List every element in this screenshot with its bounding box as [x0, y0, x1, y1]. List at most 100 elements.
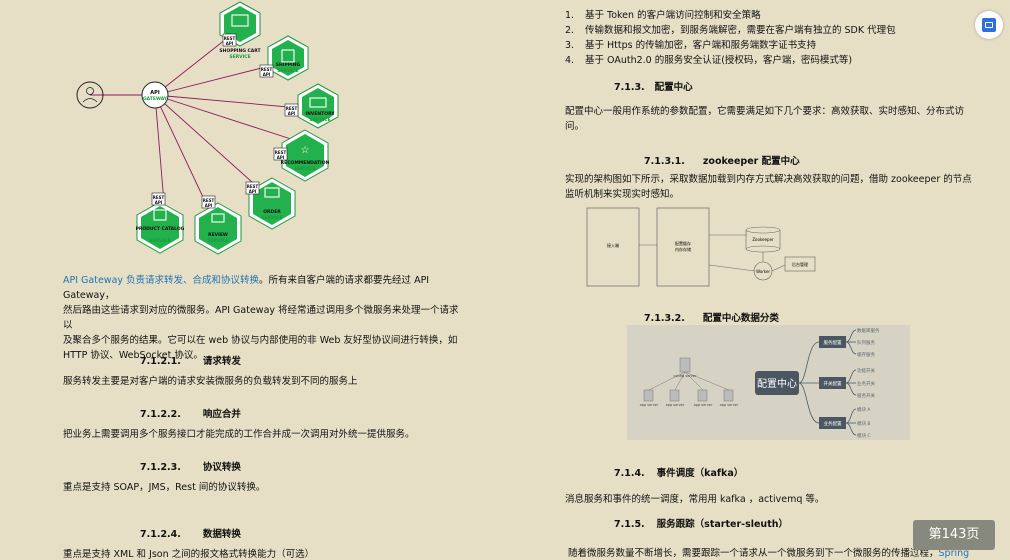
svg-text:app server: app server: [666, 403, 685, 407]
person-icon: [76, 81, 104, 109]
svg-text:服务开关: 服务开关: [857, 392, 875, 399]
svg-text:PRODUCT CATALOG: PRODUCT CATALOG: [136, 226, 185, 232]
svg-text:REST: REST: [261, 67, 273, 72]
svg-text:API: API: [277, 155, 285, 160]
service-node-review: REVIEW SERVICE REST API: [194, 195, 242, 255]
section-body-7-1-2-4: 重点是支持 XML 和 Json 之间的报文格式转换能力（可选）: [63, 549, 315, 560]
svg-text:SERVICE: SERVICE: [229, 54, 250, 60]
svg-text:服务配置: 服务配置: [824, 339, 842, 346]
svg-text:INVENTORY: INVENTORY: [305, 111, 335, 117]
svg-text:app server: app server: [640, 403, 659, 407]
section-body-7-1-2-2: 把业务上需要调用多个服务接口才能完成的工作合并成一次调用对外统一提供服务。: [63, 429, 415, 440]
svg-text:API: API: [288, 111, 296, 116]
list-item: 2.传输数据和报文加密，到服务端解密，需要在客户端有独立的 SDK 代理包: [565, 25, 896, 36]
svg-text:Worker: Worker: [756, 269, 770, 274]
config-center-mindmap: config server app server app server app …: [627, 325, 910, 440]
svg-text:API: API: [150, 90, 160, 96]
svg-text:SHIPPING: SHIPPING: [276, 62, 301, 68]
list-item: 4.基于 OAuth2.0 的服务安全认证(授权码，客户端，密码模式等): [565, 55, 853, 66]
box-icon: [281, 49, 295, 63]
svg-text:REST: REST: [153, 195, 165, 200]
heading-7-1-3: 7.1.3.配置中心: [614, 82, 693, 93]
api-gateway-diagram: API GATEWAY SHOPPING CART SERVICE REST A…: [76, 1, 339, 255]
svg-text:Zookeeper: Zookeeper: [752, 237, 774, 242]
svg-text:缓存服务: 缓存服务: [857, 351, 875, 358]
svg-text:SERVICE: SERVICE: [309, 117, 330, 123]
svg-text:内存存储: 内存存储: [675, 246, 691, 252]
chat-icon: [211, 213, 225, 223]
catalog-icon: [153, 209, 167, 221]
server-cluster: [643, 357, 734, 402]
svg-text:功能开关: 功能开关: [857, 367, 875, 374]
zookeeper-cylinder: Zookeeper: [745, 226, 781, 253]
svg-text:配置缓存: 配置缓存: [675, 240, 691, 246]
service-node-order: ORDER SERVICE REST API: [245, 177, 296, 230]
translate-icon: [982, 18, 996, 32]
service-node-inventory: INVENTORY SERVICE REST API: [284, 83, 339, 129]
page-number-badge: 第143页: [913, 520, 995, 550]
svg-text:SERVICE: SERVICE: [261, 215, 282, 221]
heading-7-1-3-2: 7.1.3.2.配置中心数据分类: [644, 313, 779, 324]
svg-text:配置中心: 配置中心: [757, 377, 797, 390]
heading-7-1-4: 7.1.4.事件调度（kafka）: [614, 468, 744, 479]
svg-text:开关配置: 开关配置: [824, 380, 842, 387]
svg-text:config server: config server: [674, 374, 697, 378]
svg-text:GATEWAY: GATEWAY: [143, 96, 168, 102]
svg-text:REST: REST: [203, 198, 215, 203]
cart-icon: [231, 14, 249, 27]
svg-text:SERVICE: SERVICE: [149, 238, 170, 244]
spring-link[interactable]: Spring: [938, 548, 970, 559]
section-body-7-1-2-3: 重点是支持 SOAP，JMS，Rest 间的协议转换。: [63, 482, 266, 493]
svg-text:接入端: 接入端: [607, 242, 619, 248]
zookeeper-architecture-diagram: 接入端 配置缓存 内存存储 Zookeeper Worker 后台管理: [586, 207, 816, 287]
svg-text:app server: app server: [694, 403, 713, 407]
svg-text:SERVICE: SERVICE: [294, 166, 315, 172]
svg-text:SERVICE: SERVICE: [207, 238, 228, 244]
paragraph-7-1-3-1: 实现的架构图如下所示，采取数据加载到内存方式解决高效获取的问题，借助 zooke…: [565, 174, 972, 200]
svg-text:SERVICE: SERVICE: [277, 68, 298, 74]
heading-7-1-2-3: 7.1.2.3.协议转换: [140, 462, 241, 473]
svg-text:REVIEW: REVIEW: [208, 232, 228, 238]
paragraph-7-1-5: 随着微服务数量不断增长，需要跟踪一个请求从一个微服务到下一个微服务的传播过程，S…: [568, 548, 970, 559]
svg-text:业务配置: 业务配置: [824, 420, 842, 427]
intro-link[interactable]: API Gateway 负责请求转发、合成和协议转换: [63, 275, 260, 286]
truck-icon: [309, 97, 327, 108]
security-list: 1.基于 Token 的客户端访问控制和安全策略 2.传输数据和报文加密，到服务…: [565, 8, 896, 68]
service-node-shopping-cart: SHOPPING CART SERVICE REST API: [219, 1, 262, 60]
svg-text:队列服务: 队列服务: [857, 339, 875, 346]
svg-text:API: API: [263, 72, 271, 77]
svg-text:API: API: [205, 203, 213, 208]
section-body-7-1-2-1: 服务转发主要是对客户端的请求安装微服务的负载转发到不同的服务上: [63, 376, 358, 387]
svg-text:数据库服务: 数据库服务: [857, 327, 880, 334]
heading-7-1-2-1: 7.1.2.1.请求转发: [140, 356, 241, 367]
float-translate-button[interactable]: [975, 11, 1003, 39]
heading-7-1-5: 7.1.5.服务跟踪（starter-sleuth）: [614, 519, 788, 530]
service-node-recommendation: ☆ RECOMMENDATION SERVICE REST API: [273, 129, 330, 182]
svg-text:模块 C: 模块 C: [857, 432, 871, 439]
svg-text:模块 B: 模块 B: [857, 420, 871, 427]
paragraph-7-1-4: 消息服务和事件的统一调度，常用用 kafka ，activemq 等。: [565, 494, 825, 505]
svg-text:REST: REST: [224, 36, 236, 41]
svg-text:后台管理: 后台管理: [792, 261, 808, 267]
cash-register-icon: [264, 187, 280, 198]
svg-text:ORDER: ORDER: [263, 209, 281, 215]
heading-7-1-2-4: 7.1.2.4.数据转换: [140, 529, 241, 540]
svg-text:API: API: [249, 189, 257, 194]
svg-text:REST: REST: [275, 150, 287, 155]
api-gateway-node: API GATEWAY: [141, 81, 169, 109]
list-item: 3.基于 Https 的传输加密，客户端和服务端数字证书支持: [565, 40, 817, 51]
svg-text:app server: app server: [720, 403, 739, 407]
list-item: 1.基于 Token 的客户端访问控制和安全策略: [565, 10, 761, 21]
paragraph-7-1-3: 配置中心一般用作系统的参数配置，它需要满足如下几个要求：高效获取、实时感知、分布…: [565, 106, 965, 132]
heading-7-1-2-2: 7.1.2.2.响应合并: [140, 409, 241, 420]
svg-text:RECOMMENDATION: RECOMMENDATION: [281, 160, 330, 166]
svg-text:SHOPPING CART: SHOPPING CART: [219, 48, 261, 54]
service-node-product-catalog: PRODUCT CATALOG SERVICE REST API: [136, 192, 185, 254]
svg-text:REST: REST: [247, 184, 259, 189]
svg-text:REST: REST: [286, 106, 298, 111]
star-icon: ☆: [301, 145, 310, 156]
svg-text:API: API: [155, 200, 163, 205]
svg-text:API: API: [226, 41, 234, 46]
service-node-shipping: SHIPPING SERVICE REST API: [259, 35, 309, 81]
svg-text:模块 A: 模块 A: [857, 406, 871, 413]
